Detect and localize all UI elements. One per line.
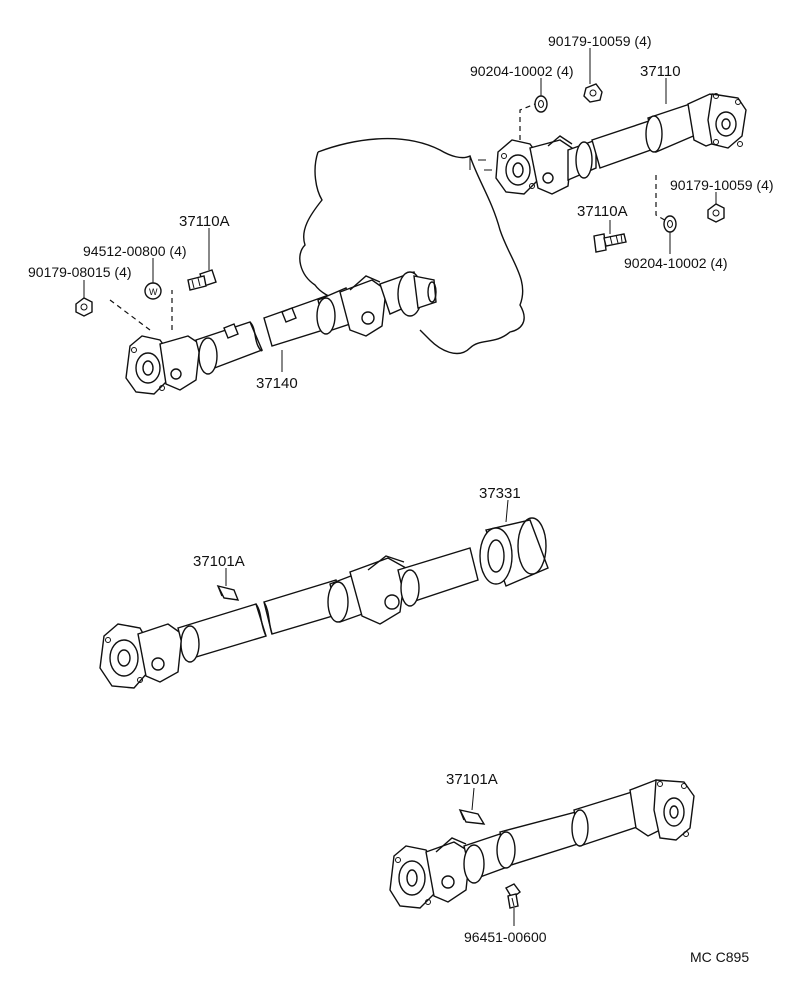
shaft-center — [99, 547, 479, 689]
diagram-code: MC C895 — [690, 949, 749, 965]
svg-text:W: W — [149, 287, 158, 297]
label-90179-10059-top: 90179-10059 (4) — [548, 33, 652, 49]
weight-37101A-mid — [216, 584, 240, 601]
shaft-37110 — [495, 93, 747, 223]
shaft-37140 — [125, 271, 437, 395]
label-37110A-left: 37110A — [179, 213, 230, 230]
washer-94512-00800: W — [144, 282, 162, 300]
washer-90204-10002-top — [534, 95, 548, 113]
nut-90179-10059-top — [583, 83, 603, 103]
label-90179-08015: 90179-08015 (4) — [28, 264, 132, 280]
part-labels: 90179-10059 (4) 90204-10002 (4) 37110 90… — [28, 33, 774, 965]
dust-cover-37331 — [479, 517, 549, 587]
label-37110-top: 37110 — [640, 63, 681, 80]
nut-90179-08015 — [75, 297, 93, 317]
label-90179-10059-right: 90179-10059 (4) — [670, 177, 774, 193]
label-37331: 37331 — [479, 485, 521, 502]
label-90204-10002-right: 90204-10002 (4) — [624, 255, 728, 271]
label-37101A-mid: 37101A — [193, 553, 245, 570]
leader-lines — [83, 48, 717, 926]
label-90204-10002-top: 90204-10002 (4) — [470, 63, 574, 79]
bolt-37110A-right — [593, 233, 627, 253]
label-37101A-bottom: 37101A — [446, 771, 498, 788]
washer-90204-10002-right — [663, 215, 677, 233]
transmission-housing — [299, 137, 525, 355]
label-94512-00800: 94512-00800 (4) — [83, 243, 187, 259]
bolt-37110A-left — [187, 269, 217, 291]
shaft-rear — [389, 779, 695, 909]
weight-37101A-bottom — [458, 808, 486, 825]
nut-90179-10059-right — [707, 203, 725, 223]
grease-fitting-96451-00600 — [505, 883, 521, 909]
label-96451-00600: 96451-00600 — [464, 929, 547, 945]
label-37140: 37140 — [256, 375, 298, 392]
label-37110A-right: 37110A — [577, 203, 628, 220]
